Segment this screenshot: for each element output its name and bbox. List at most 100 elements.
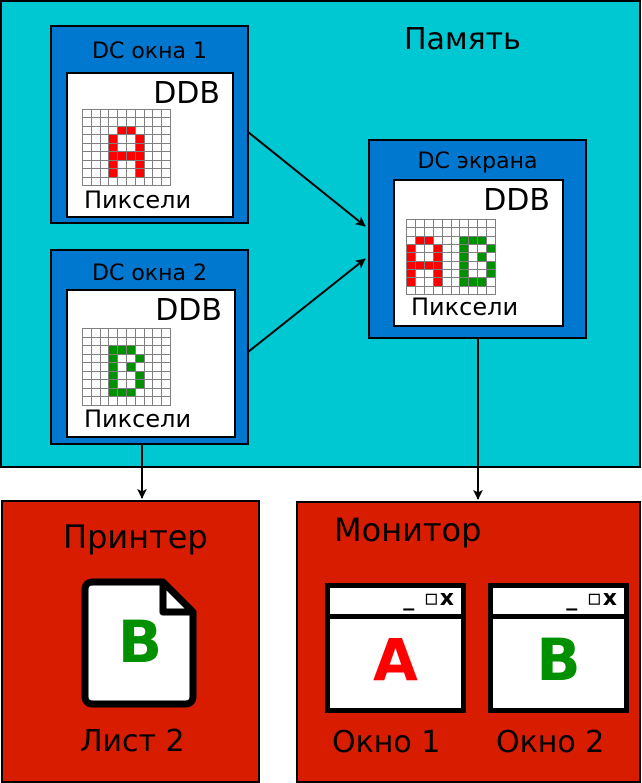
pixel: [478, 228, 487, 236]
pixel-filled: [109, 135, 118, 143]
pixel: [135, 397, 144, 405]
pixel: [442, 220, 451, 228]
pixel: [424, 228, 433, 236]
pixel-filled: [127, 363, 135, 371]
pixel-filled: [415, 236, 424, 244]
pixel: [415, 245, 424, 253]
pixel: [118, 363, 126, 371]
ddb-label: DDB: [483, 183, 550, 218]
pixel: [118, 354, 126, 363]
pixel: [144, 152, 153, 160]
pixel: [442, 236, 451, 244]
pixel: [109, 177, 118, 185]
pixel: [91, 388, 100, 397]
pixel: [135, 346, 144, 354]
pixel: [162, 169, 170, 177]
pixel: [144, 126, 153, 135]
pixel: [153, 169, 162, 177]
pixel-filled: [109, 371, 118, 380]
pixel: [127, 135, 135, 143]
pixel: [424, 245, 433, 253]
pixel: [415, 286, 424, 294]
window-titlebar: _ ▫x: [493, 588, 624, 619]
pixel: [162, 329, 170, 337]
pixels-label: Пиксели: [411, 293, 519, 321]
pixel: [433, 286, 442, 294]
pixel: [127, 110, 135, 118]
page-letter: B: [117, 608, 163, 676]
pixel: [460, 220, 469, 228]
pixel: [144, 363, 153, 371]
pixel: [127, 354, 135, 363]
pixel: [118, 371, 126, 380]
pixel: [442, 253, 451, 261]
pixel-filled: [135, 169, 144, 177]
pixel-filled: [127, 388, 135, 397]
pixel: [451, 228, 460, 236]
pixel: [469, 261, 478, 269]
pixel: [153, 135, 162, 143]
pixel: [100, 126, 109, 135]
pixel: [153, 110, 162, 118]
pixel: [478, 270, 487, 278]
pixel: [424, 220, 433, 228]
pixel-filled: [118, 152, 126, 160]
pixel: [100, 380, 109, 388]
pixel: [442, 228, 451, 236]
pixel: [109, 118, 118, 126]
pixel: [162, 118, 170, 126]
dc-window1-ddb: DDB Пиксели: [66, 72, 234, 218]
pixel-filled: [135, 135, 144, 143]
pixel: [91, 371, 100, 380]
pixel: [162, 110, 170, 118]
pixel: [127, 118, 135, 126]
pixel: [451, 245, 460, 253]
pixel: [487, 236, 495, 244]
pixel-filled: [478, 278, 487, 286]
pixel: [100, 329, 109, 337]
pixel: [91, 354, 100, 363]
pixel: [424, 278, 433, 286]
pixel: [83, 371, 91, 380]
pixel: [153, 118, 162, 126]
pixel-filled: [433, 245, 442, 253]
pixel: [91, 363, 100, 371]
pixel-filled: [487, 261, 495, 269]
pixel: [153, 329, 162, 337]
pixel: [83, 177, 91, 185]
ddb-label: DDB: [153, 76, 220, 111]
pixel: [478, 245, 487, 253]
pixel: [83, 363, 91, 371]
pixel: [144, 354, 153, 363]
pixel: [162, 177, 170, 185]
window-titlebar: _ ▫x: [330, 588, 461, 619]
pixel-filled: [127, 346, 135, 354]
pixel: [127, 380, 135, 388]
pixel: [162, 388, 170, 397]
pixel-filled: [407, 270, 415, 278]
pixel: [162, 160, 170, 169]
pixel: [135, 126, 144, 135]
pixel: [424, 286, 433, 294]
pixel: [424, 253, 433, 261]
pixel: [162, 337, 170, 346]
pixel-filled: [487, 270, 495, 278]
pixel: [109, 110, 118, 118]
pixel-filled: [415, 261, 424, 269]
pixel: [162, 152, 170, 160]
pixel-filled: [460, 261, 469, 269]
pixel: [415, 278, 424, 286]
pixel-filled: [118, 126, 126, 135]
pixel: [153, 371, 162, 380]
pixel: [135, 329, 144, 337]
pixel: [407, 236, 415, 244]
pixel: [144, 346, 153, 354]
pixel: [153, 354, 162, 363]
pixel: [100, 118, 109, 126]
pixel-filled: [469, 236, 478, 244]
pixel: [469, 220, 478, 228]
pixel: [109, 397, 118, 405]
pixel: [91, 126, 100, 135]
pixel: [487, 228, 495, 236]
dc-screen-title: DC экрана: [417, 149, 538, 174]
